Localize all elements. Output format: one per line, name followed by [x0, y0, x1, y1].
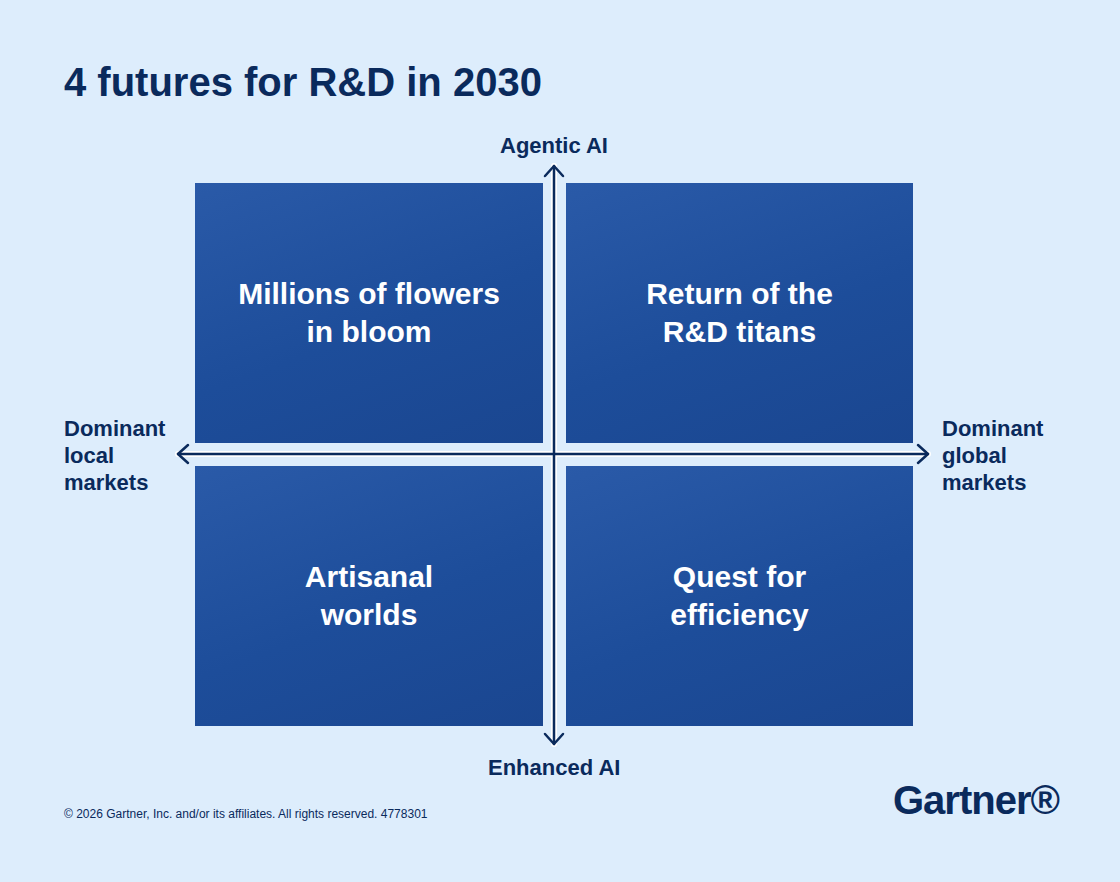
- copyright-note: © 2026 Gartner, Inc. and/or its affiliat…: [64, 807, 428, 821]
- scenario-name: Artisanal worlds: [279, 558, 459, 634]
- scenario-name: Millions of flowers in bloom: [227, 275, 512, 351]
- scenario-name: Return of the R&D titans: [625, 275, 855, 351]
- arrow-head: [178, 445, 188, 463]
- brand-logo: Gartner®: [893, 778, 1059, 823]
- quadrant-box: Quest for efficiency: [566, 466, 913, 726]
- quadrant-box: Artisanal worlds: [195, 466, 543, 726]
- arrow-head: [545, 734, 563, 744]
- axis-label: Dominant local markets: [64, 415, 174, 496]
- arrow-head: [918, 445, 928, 463]
- axis-label: Dominant global markets: [942, 415, 1052, 496]
- diagram-title: 4 futures for R&D in 2030: [64, 60, 542, 105]
- scenario-name: Quest for efficiency: [630, 558, 850, 634]
- axis-label: Enhanced AI: [488, 755, 620, 781]
- arrow-head: [545, 166, 563, 176]
- quadrant-box: Millions of flowers in bloom: [195, 183, 543, 443]
- horizontal-axis: [178, 453, 928, 456]
- axis-label: Agentic AI: [500, 133, 608, 159]
- quadrant-box: Return of the R&D titans: [566, 183, 913, 443]
